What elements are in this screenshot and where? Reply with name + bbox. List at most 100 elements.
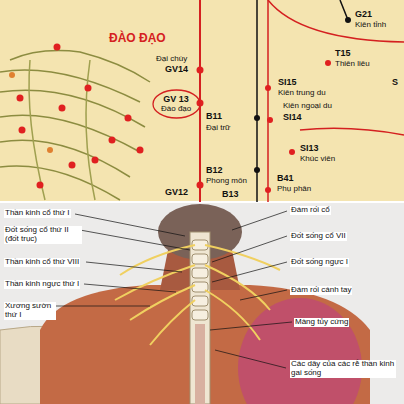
acupoint-dot xyxy=(85,85,92,92)
leader-line xyxy=(80,230,190,250)
acupoint-dot xyxy=(69,162,76,169)
anatomy-label: Xương sườn thứ I xyxy=(4,302,56,320)
leader-line xyxy=(212,262,287,282)
acupoint-chart-ground xyxy=(0,201,404,203)
point-name: Kiên trung du xyxy=(278,89,326,98)
skeleton-outline xyxy=(0,90,145,127)
leader-line xyxy=(215,350,286,368)
meridian-line xyxy=(340,0,348,20)
skeleton-outline xyxy=(10,51,150,82)
skeleton-outline xyxy=(0,51,150,200)
point-code: SI15 xyxy=(278,78,297,88)
meridian-line xyxy=(200,0,404,202)
meridian-line xyxy=(267,0,269,202)
point-code: SI13 xyxy=(300,144,319,154)
leader-line xyxy=(212,236,287,262)
leader-line xyxy=(84,284,176,292)
anatomy-figure xyxy=(192,254,208,264)
point-code: G21 xyxy=(355,10,372,20)
meridian-line xyxy=(300,128,404,135)
leader-line xyxy=(56,306,150,307)
leader-line xyxy=(75,214,185,236)
anatomy-figure xyxy=(192,268,208,278)
nerve-branch xyxy=(115,265,195,300)
nerve-branch xyxy=(205,265,270,310)
acupoint-dot xyxy=(197,67,204,74)
node-text-group: GV 13Đào đạo xyxy=(161,95,191,114)
skeleton-outline xyxy=(0,140,130,177)
acupoint-dot xyxy=(19,127,26,134)
acupoint-dot xyxy=(17,95,24,102)
leader-line xyxy=(210,322,292,330)
acupoint-dot xyxy=(254,167,260,173)
acupoint-dot xyxy=(325,60,331,66)
meridian-line xyxy=(268,0,404,42)
anatomy-label: Thần kinh cổ thứ I xyxy=(4,209,71,218)
point-name: Đào đạo xyxy=(161,105,191,114)
acupoint-dot xyxy=(289,149,295,155)
skeleton-outline xyxy=(0,166,120,200)
nerve-branch xyxy=(150,300,195,345)
anatomy-label: Đám rối cổ xyxy=(290,206,331,215)
point-name: Đại chùy xyxy=(156,55,187,64)
acupoint-dot xyxy=(92,157,99,164)
acupoint-dot xyxy=(265,85,271,91)
acupoint-dot xyxy=(345,17,351,23)
acupoint-chart-ground xyxy=(0,202,404,404)
anatomy-label: Thần kinh ngực thứ I xyxy=(4,280,80,289)
leader-line xyxy=(240,290,287,300)
acupoint-dot xyxy=(47,147,53,153)
nerve-branch xyxy=(115,245,280,345)
acupoint-dot xyxy=(54,44,61,51)
acupoint-dot xyxy=(59,105,66,112)
anatomy-figure xyxy=(192,310,208,320)
anatomy-label: Đốt sống cổ VII xyxy=(290,232,347,241)
acupoint-dot xyxy=(37,182,44,189)
anatomy-label: Các dây của các rễ thần kinh gai sống xyxy=(290,360,396,378)
leader-line xyxy=(86,262,182,272)
section-title: ĐÀO ĐẠO xyxy=(108,32,167,45)
point-code: GV 13 xyxy=(161,95,191,105)
point-name: Đại trữ xyxy=(206,124,230,133)
acupoint-dot xyxy=(265,187,271,193)
point-name: Phụ phân xyxy=(277,185,311,194)
ellipse-outline xyxy=(153,90,200,118)
anatomy-label: Màng tủy cứng xyxy=(294,318,349,327)
point-name: Phong môn xyxy=(206,177,247,186)
anatomy-figure xyxy=(195,324,205,404)
acupoint-dot xyxy=(267,117,273,123)
leader-line xyxy=(56,211,292,368)
anatomy-figure xyxy=(238,298,362,404)
acupoint-dot xyxy=(125,115,132,122)
nerve-branch xyxy=(130,285,195,320)
point-name: Thiên liêu xyxy=(335,60,370,69)
anatomy-label: Đám rối cánh tay xyxy=(290,286,352,295)
skeleton-outline xyxy=(0,115,140,152)
anatomy-label: Thần kinh cổ thứ VIII xyxy=(4,258,80,267)
point-code: S xyxy=(392,78,398,88)
anatomy-figure xyxy=(190,232,210,404)
point-name: Khúc viên xyxy=(300,155,335,164)
acupoint-chart-ground xyxy=(0,0,404,202)
skeleton-outline xyxy=(29,60,45,200)
point-code: B13 xyxy=(222,190,239,200)
acupoint-dot xyxy=(137,147,144,154)
nerve-branch xyxy=(205,245,280,270)
point-code: T15 xyxy=(335,49,351,59)
point-code: B11 xyxy=(206,112,222,122)
acupoint-dot xyxy=(109,137,116,144)
nerve-branch xyxy=(120,245,195,275)
point-code: B12 xyxy=(206,166,223,176)
acupoint-dot xyxy=(254,115,260,121)
point-name: Kiên ngoại du xyxy=(283,102,332,111)
point-code: GV14 xyxy=(165,65,188,75)
acupoint-dot xyxy=(9,17,351,193)
skeleton-outline xyxy=(86,60,95,200)
skeleton-outline xyxy=(0,70,140,102)
point-code: GV12 xyxy=(165,188,188,198)
acupoint-dot xyxy=(197,182,204,189)
acupoint-dot xyxy=(9,72,15,78)
circled-acupoint: GV 13Đào đạo xyxy=(152,89,201,119)
point-code: SI14 xyxy=(283,113,302,123)
